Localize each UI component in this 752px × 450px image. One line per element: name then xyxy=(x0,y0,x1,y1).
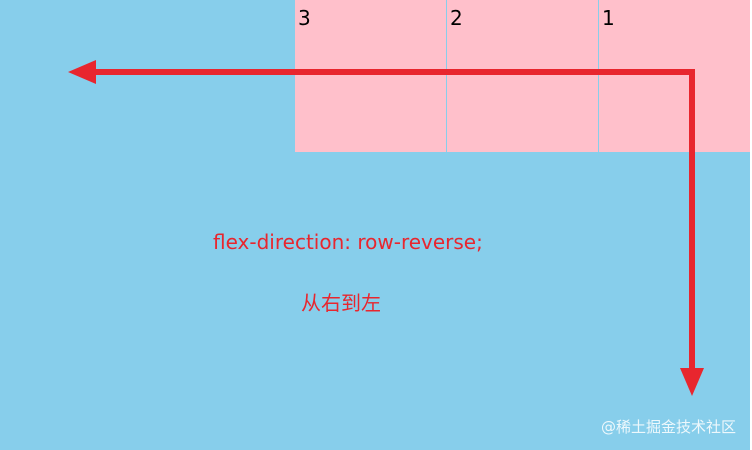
main-axis-arrowhead-icon xyxy=(68,60,96,84)
item-number-label: 3 xyxy=(298,6,311,30)
flex-item-3: 3 xyxy=(294,0,446,152)
item-number-label: 1 xyxy=(602,6,615,30)
flex-item-1: 1 xyxy=(598,0,750,152)
item-number-label: 2 xyxy=(450,6,463,30)
flex-item-2: 2 xyxy=(446,0,598,152)
flex-container: 1 2 3 xyxy=(294,0,750,152)
cross-axis-arrowhead-icon xyxy=(680,368,704,396)
css-rule-caption: flex-direction: row-reverse; xyxy=(213,230,483,254)
direction-meaning-caption: 从右到左 xyxy=(301,291,381,315)
watermark: @稀土掘金技术社区 xyxy=(600,418,736,436)
